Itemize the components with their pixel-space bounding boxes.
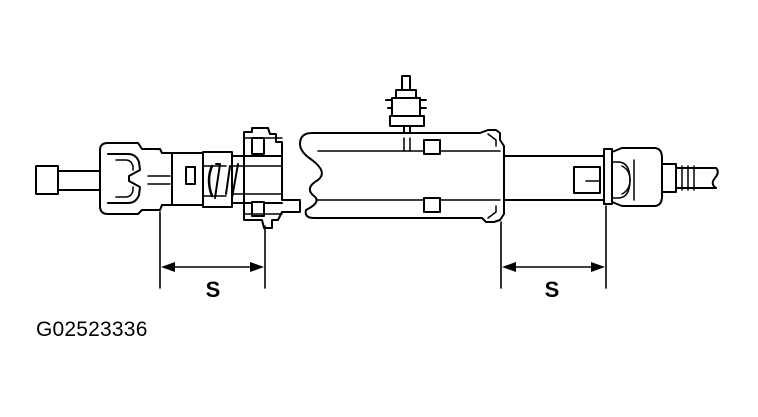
left-yoke-inner — [107, 153, 141, 204]
left-dimension — [159, 211, 266, 289]
left-shaft-assembly — [35, 127, 301, 229]
top-bolt — [385, 75, 427, 139]
main-column-tube — [299, 129, 505, 223]
right-ring — [603, 148, 613, 205]
right-dimension-label: S — [545, 277, 560, 302]
left-flange-bracket — [243, 127, 301, 229]
figure-code: G02523336 — [36, 318, 148, 341]
left-dimension-label: S — [206, 277, 221, 302]
right-shaft-assembly — [299, 75, 719, 223]
left-end-stub — [35, 165, 59, 195]
right-dimension — [500, 205, 607, 289]
